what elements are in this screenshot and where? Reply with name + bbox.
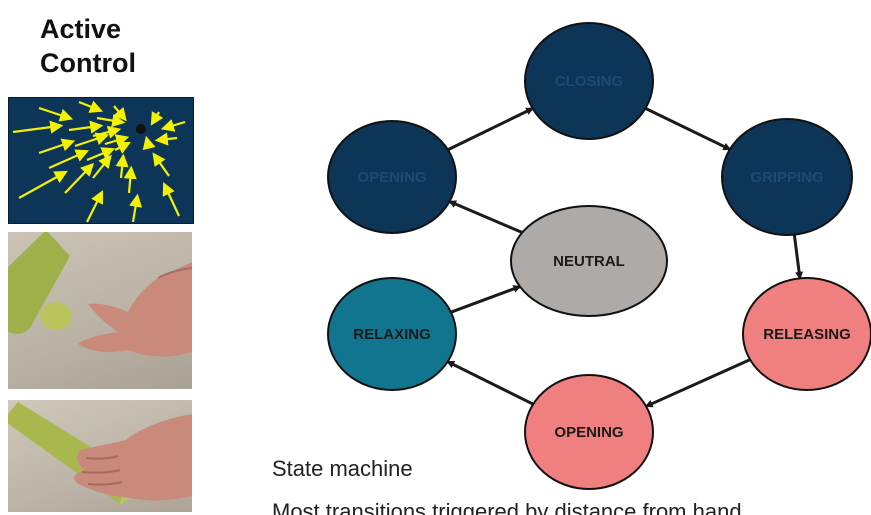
state-node-gripping <box>721 118 853 236</box>
state-node-opening1 <box>327 120 457 234</box>
state-label-relaxing: RELAXING <box>353 326 431 343</box>
state-node-closing <box>524 22 654 140</box>
arrow-neutral-to-opening1 <box>448 200 523 234</box>
state-node-neutral <box>510 205 668 317</box>
hand-approaching-rod-image <box>8 232 192 389</box>
arrow-opening2-to-relaxing <box>446 360 534 406</box>
hand-gripping-rod-image <box>8 400 192 512</box>
state-label-opening2: OPENING <box>554 424 623 441</box>
state-label-gripping: GRIPPING <box>750 169 823 186</box>
state-label-opening1: OPENING <box>357 169 426 186</box>
state-node-relaxing <box>327 277 457 391</box>
arrow-opening1-to-closing <box>447 107 534 152</box>
state-label-closing: CLOSING <box>555 73 623 90</box>
partially-visible-text: Most transitions triggered by distance f… <box>272 499 742 515</box>
state-node-opening2 <box>524 374 654 490</box>
arrow-gripping-to-releasing <box>792 234 804 280</box>
vector-field-image <box>8 97 194 224</box>
state-label-releasing: RELEASING <box>763 326 851 343</box>
arrow-closing-to-gripping <box>644 107 732 151</box>
arrow-relaxing-to-neutral <box>450 285 522 314</box>
heading-line-1: Active <box>40 14 122 44</box>
state-node-releasing <box>742 277 871 391</box>
diagram-caption: State machine <box>272 456 413 481</box>
heading-line-2: Control <box>40 48 136 78</box>
arrow-releasing-to-opening2 <box>644 358 751 408</box>
state-label-neutral: NEUTRAL <box>553 253 625 270</box>
section-heading: Active Control <box>40 12 180 80</box>
